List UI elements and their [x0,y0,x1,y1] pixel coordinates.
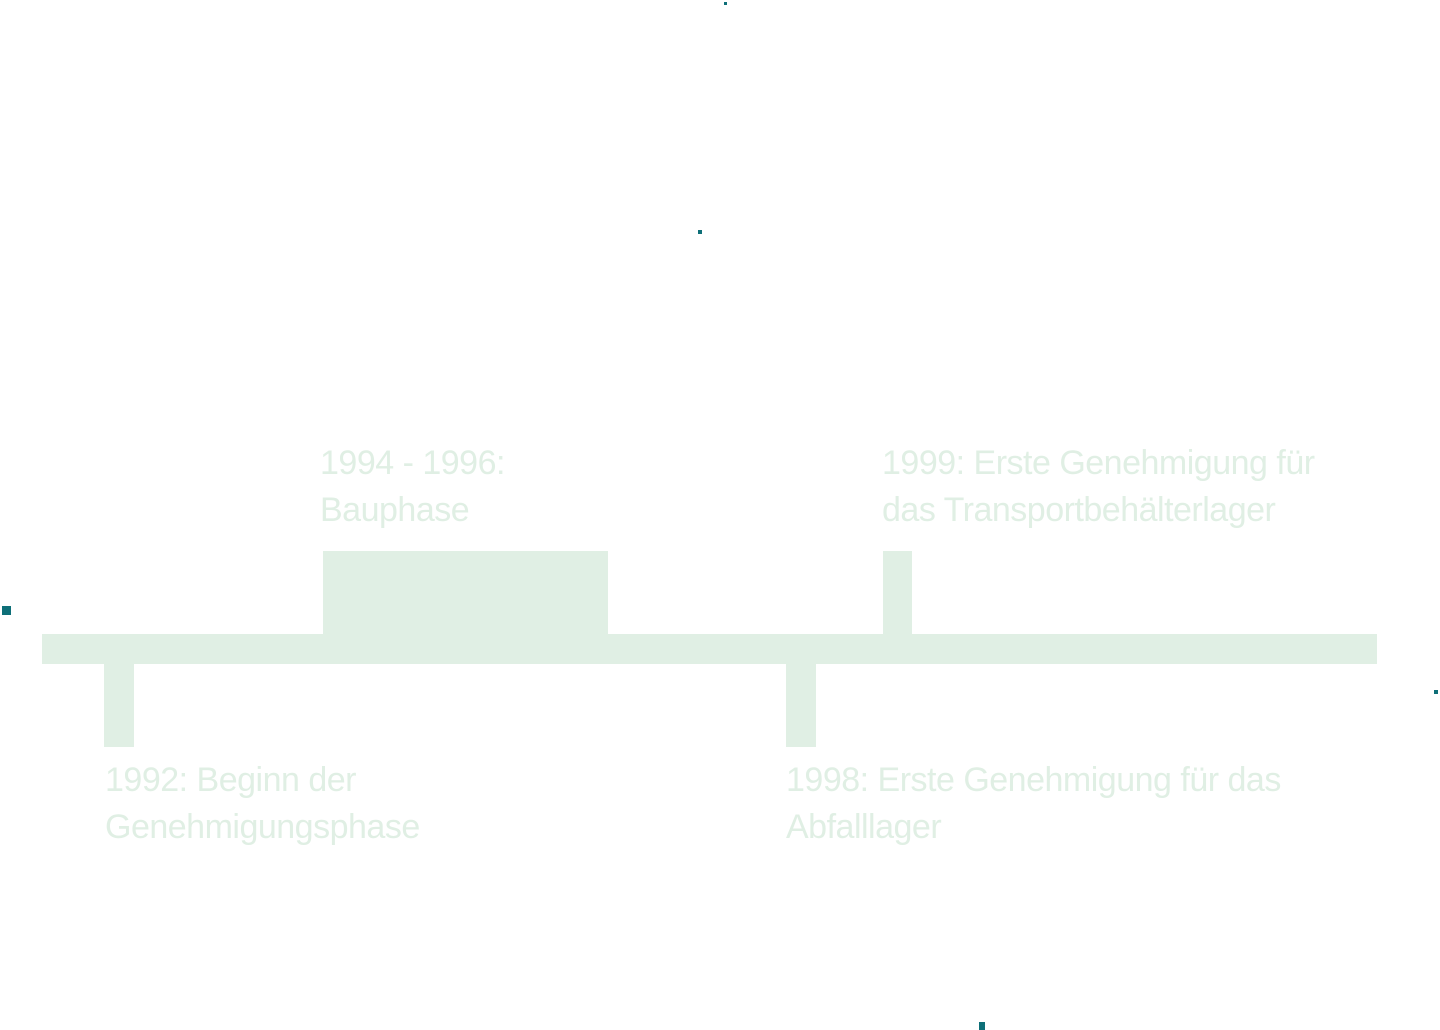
event-label-line: Bauphase [320,491,470,529]
decorative-dot [724,2,727,5]
event-label-line: 1994 - 1996: [320,444,505,482]
event-label-line: Abfalllager [786,808,942,846]
decorative-dot [698,230,702,234]
event-label-1998: 1998: Erste Genehmigung für das Abfallla… [786,757,1281,851]
decorative-dot [2,606,11,615]
event-label-line: 1999: Erste Genehmigung für [882,444,1315,482]
decorative-dot [979,1022,985,1030]
event-label-line: das Transportbehälterlager [882,491,1276,529]
event-label-line: 1998: Erste Genehmigung für das [786,761,1281,799]
event-label-1992: 1992: Beginn der Genehmigungsphase [105,757,420,851]
event-label-1994-1996: 1994 - 1996: Bauphase [320,440,505,534]
decorative-dot [1434,690,1438,694]
event-label-line: Genehmigungsphase [105,808,420,846]
marker-1999 [883,551,912,634]
marker-1998 [786,664,816,747]
event-label-line: 1992: Beginn der [105,761,356,799]
marker-1994-1996-bauphase [323,551,608,634]
event-label-1999: 1999: Erste Genehmigung für das Transpor… [882,440,1315,534]
timeline-axis-bar [42,634,1377,664]
marker-1992 [104,664,134,747]
